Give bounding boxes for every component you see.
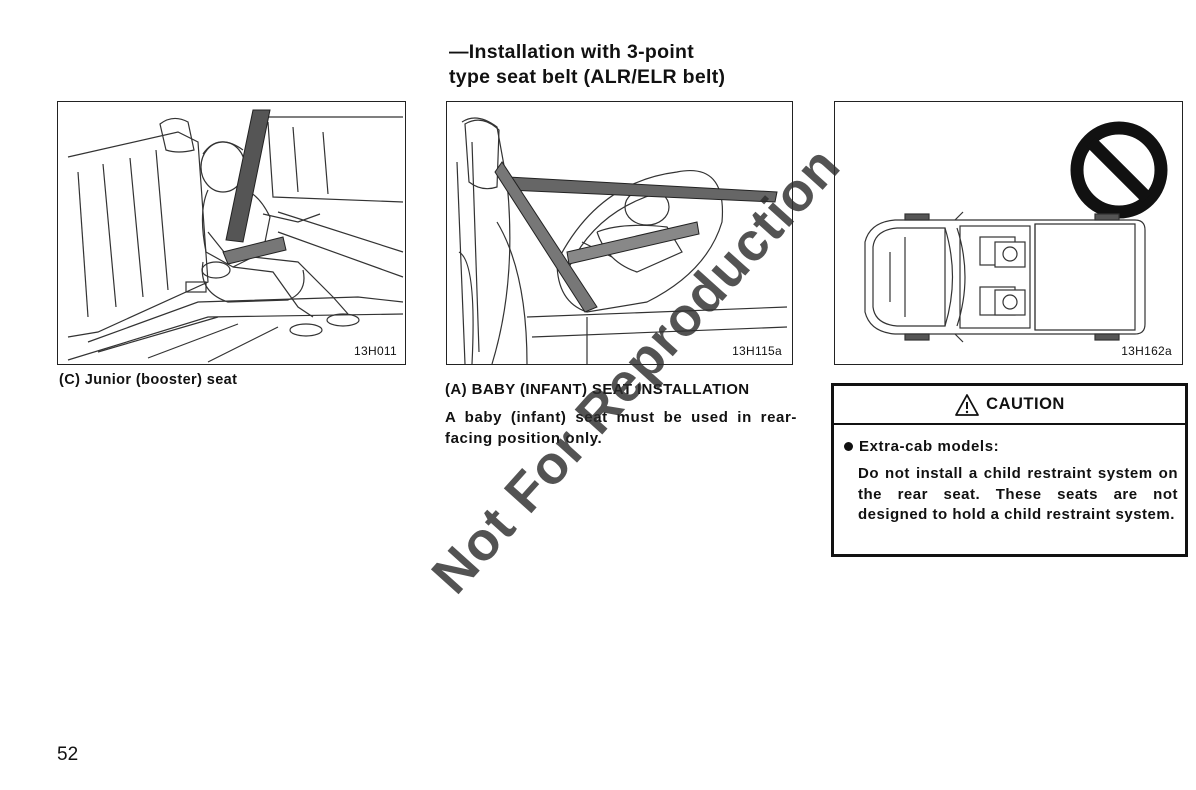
prohibition-icon [1070,121,1168,219]
junior-seat-caption: (C) Junior (booster) seat [59,372,238,388]
caution-text: Do not install a child restraint system … [858,465,1178,523]
junior-seat-figure: 13H011 [57,101,406,365]
caution-header: CAUTION [834,386,1185,425]
extra-cab-illustration [864,121,1168,343]
bullet-dot-icon [844,442,853,451]
caution-bullet-heading: Extra-cab models: [859,438,1000,455]
baby-seat-figure: 13H115a [446,101,793,365]
baby-seat-illustration [456,117,788,364]
extra-cab-figure: 13H162a [834,101,1183,365]
baby-seat-heading: (A) BABY (INFANT) SEAT INSTALLATION [445,381,750,398]
warning-triangle-icon [955,393,980,416]
figure-code: 13H011 [354,344,397,358]
section-heading-line1: —Installation with 3-point [449,41,695,63]
caution-title: CAUTION [986,395,1065,413]
section-heading-line2: type seat belt (ALR/ELR belt) [449,66,726,88]
baby-seat-text: A baby (infant) seat must be used in rea… [445,409,797,447]
section-heading: —Installation with 3-point type seat bel… [449,40,809,90]
caution-bullet: Extra-cab models: [844,438,999,455]
junior-seat-illustration [67,109,404,363]
page-number: 52 [57,744,79,765]
figure-code: 13H162a [1121,344,1172,358]
figure-code: 13H115a [732,344,782,358]
caution-box: CAUTION Extra-cab models: Do not install… [831,383,1188,557]
